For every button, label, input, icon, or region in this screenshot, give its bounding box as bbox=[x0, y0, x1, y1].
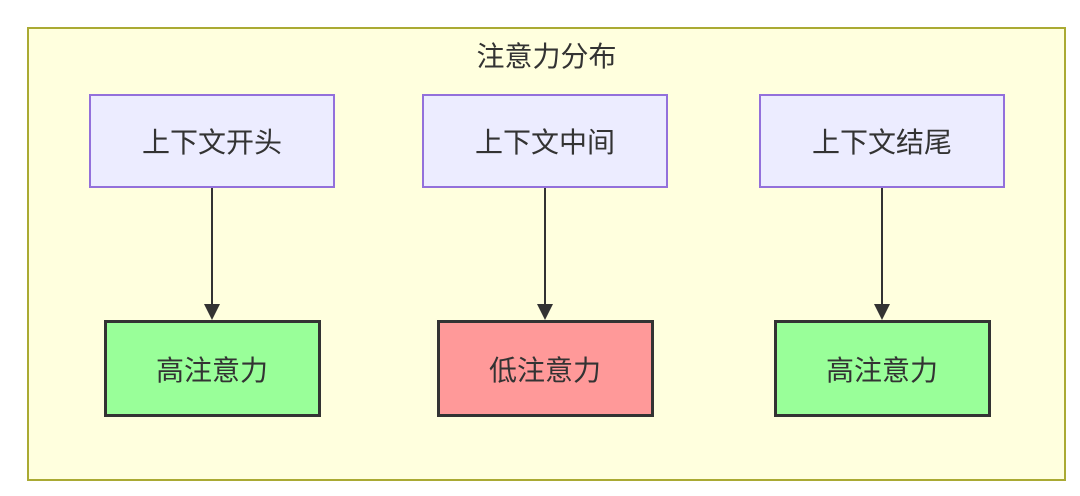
arrow-down-icon bbox=[204, 188, 220, 320]
arrow-head bbox=[874, 304, 890, 320]
arrow-down-icon bbox=[874, 188, 890, 320]
flow-column-context-middle: 上下文中间 低注意力 bbox=[422, 94, 668, 417]
arrow-head bbox=[537, 304, 553, 320]
arrow-shaft bbox=[211, 188, 213, 304]
node-context-middle: 上下文中间 bbox=[422, 94, 668, 188]
attention-distribution-group: 注意力分布 上下文开头 高注意力 上下文中间 低注意力 上下文结尾 高注意力 bbox=[27, 27, 1066, 481]
arrow-down-icon bbox=[537, 188, 553, 320]
node-attention-result: 高注意力 bbox=[103, 320, 321, 417]
node-context-start: 上下文开头 bbox=[89, 94, 335, 188]
arrow-shaft bbox=[881, 188, 883, 304]
node-context-end: 上下文结尾 bbox=[759, 94, 1005, 188]
diagram-title: 注意力分布 bbox=[476, 40, 617, 73]
flow-column-context-start: 上下文开头 高注意力 bbox=[89, 94, 335, 417]
arrow-shaft bbox=[544, 188, 546, 304]
arrow-head bbox=[204, 304, 220, 320]
node-attention-result: 低注意力 bbox=[436, 320, 654, 417]
node-attention-result: 高注意力 bbox=[773, 320, 991, 417]
flow-column-context-end: 上下文结尾 高注意力 bbox=[759, 94, 1005, 417]
